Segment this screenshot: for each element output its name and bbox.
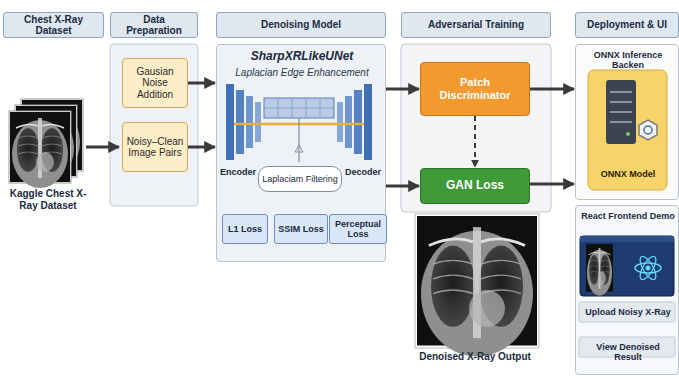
preparation-panel [110, 44, 198, 206]
column-header: Chest X-Ray Dataset [3, 12, 104, 38]
box-label: Patch Discriminator [424, 76, 526, 101]
box-label: Noisy–Clean Image Pairs [126, 136, 184, 159]
flow-arrow [474, 116, 476, 167]
column-header: Data Preparation [110, 12, 198, 38]
backend-panel: ONNX Inference BackenONNX Model [575, 44, 679, 200]
box-label: Denoising Model [261, 19, 341, 31]
loss-box: SSIM Loss [274, 214, 328, 244]
input-arrow [86, 146, 119, 149]
flow-arrow [530, 88, 574, 91]
box-label: Deployment & UI [587, 19, 667, 31]
model-panel-fill [216, 44, 386, 262]
model-panel: SharpXRLikeUNetLaplacian Edge Enhancemen… [216, 44, 386, 262]
column-header: Deployment & UI [575, 12, 679, 38]
ui-action: Upload Noisy X-Ray [582, 307, 674, 317]
box-label: Perceptual Loss [332, 219, 384, 240]
denoised-xray [415, 214, 539, 357]
flow-arrow [188, 82, 215, 85]
box-label: Chest X-Ray Dataset [7, 14, 100, 37]
action-band [579, 302, 675, 322]
box-label: GAN Loss [446, 179, 504, 193]
panel-title: ONNX Inference Backen [580, 50, 676, 71]
process-box: Gausian Noise Addition [122, 58, 188, 108]
frontend-screen [580, 236, 674, 296]
box-label: Gausian Noise Addition [126, 66, 184, 101]
flow-arrow [530, 183, 574, 186]
dataset-caption: Kaggle Chest X-Ray Dataset [2, 188, 94, 211]
filter-box: Laplaciam Filtering [258, 166, 342, 192]
model-title: SharpXRLikeUNet [217, 50, 387, 64]
model-caption: ONNX Model [592, 169, 664, 179]
unet-illustration [226, 84, 372, 162]
column-header: Adversarial Training [401, 12, 551, 38]
box-label: Adversarial Training [428, 19, 524, 31]
part-name: Decoder [342, 167, 384, 177]
xray-stack [9, 99, 83, 188]
loss-box: GAN Loss [420, 168, 530, 204]
flow-arrow [188, 146, 215, 149]
loss-box: L1 Loss [222, 214, 268, 244]
process-box: Noisy–Clean Image Pairs [122, 122, 188, 172]
box-label: Laplaciam Filtering [262, 174, 338, 184]
ui-action: View Denoised Result [582, 342, 674, 363]
flow-arrow [386, 88, 419, 91]
adversarial-panel [401, 44, 551, 212]
box-label: L1 Loss [228, 224, 262, 234]
box-label: SSIM Loss [278, 224, 324, 234]
column-header: Denoising Model [216, 12, 386, 38]
server-icon [588, 70, 667, 190]
output-caption: Denoised X-Ray Output [405, 351, 545, 363]
frontend-panel-fill [575, 205, 679, 375]
panel-title: React Frontend Demo [580, 211, 676, 221]
part-name: Encoder [218, 167, 258, 177]
model-subtitle: Laplacian Edge Enhancement [217, 67, 387, 79]
box-label: Data Preparation [114, 14, 194, 37]
loss-box: Perceptual Loss [329, 214, 387, 244]
discriminator-box: Patch Discriminator [420, 62, 530, 116]
flow-arrow [386, 185, 419, 188]
backend-panel-fill [575, 44, 679, 200]
frontend-panel: React Frontend DemoUpload Noisy X-RayVie… [575, 205, 679, 375]
